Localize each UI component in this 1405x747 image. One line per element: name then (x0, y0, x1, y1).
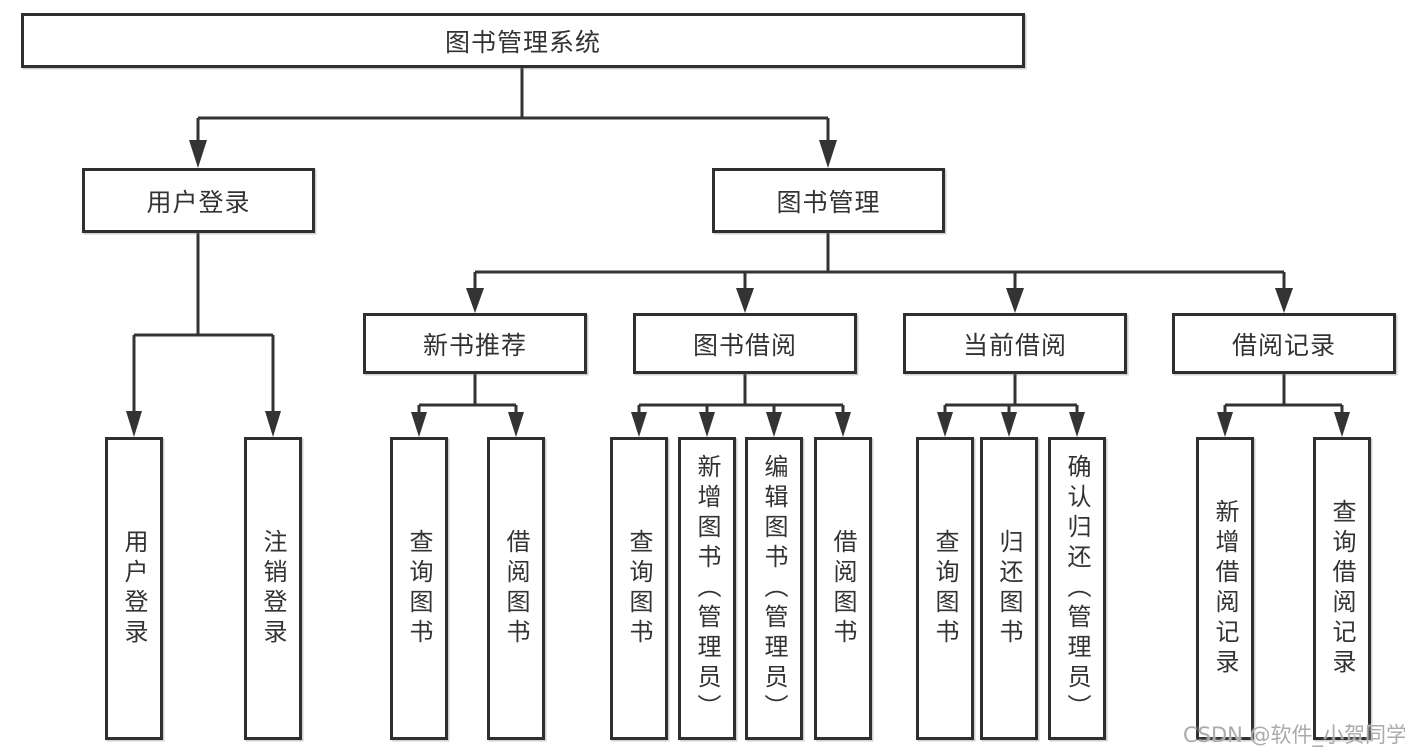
node-book-mgmt-label: 图书管理 (776, 187, 881, 217)
node-new-books: 新书推荐 (363, 313, 587, 374)
node-borrow: 图书借阅 (633, 313, 857, 374)
leaf-new-books-1-label: 借阅图书 (502, 528, 530, 649)
leaf-borrow-3-label: 借阅图书 (829, 528, 857, 649)
leaf-records-0-label: 新增借阅记录 (1211, 498, 1239, 679)
leaf-borrow-3: 借阅图书 (814, 437, 872, 740)
node-records: 借阅记录 (1172, 313, 1396, 374)
edge-new-books-to-leaves (411, 374, 524, 437)
leaf-borrow-2: 编辑图书（管理员） (745, 437, 803, 740)
node-root: 图书管理系统 (21, 13, 1025, 68)
node-user-login-label: 用户登录 (146, 187, 251, 217)
edge-book-mgmt-to-level3 (466, 233, 1293, 313)
node-book-mgmt: 图书管理 (712, 168, 945, 233)
leaf-records-1-label: 查询借阅记录 (1328, 498, 1356, 679)
node-new-books-label: 新书推荐 (422, 330, 527, 360)
leaf-current-1-label: 归还图书 (995, 528, 1023, 649)
node-root-label: 图书管理系统 (444, 27, 601, 57)
leaf-current-1: 归还图书 (980, 437, 1038, 740)
node-current-label: 当前借阅 (962, 330, 1067, 360)
leaf-records-0: 新增借阅记录 (1196, 437, 1254, 740)
edge-records-to-leaves (1217, 374, 1350, 437)
leaf-current-2: 确认归还（管理员） (1048, 437, 1106, 740)
leaf-new-books-1: 借阅图书 (487, 437, 545, 740)
node-current: 当前借阅 (903, 313, 1127, 374)
leaf-borrow-1: 新增图书（管理员） (678, 437, 736, 740)
leaf-user-login-0: 用户登录 (105, 437, 163, 740)
leaf-records-1: 查询借阅记录 (1313, 437, 1371, 740)
node-records-label: 借阅记录 (1231, 330, 1336, 360)
leaf-current-0: 查询图书 (916, 437, 974, 740)
leaf-user-login-1: 注销登录 (244, 437, 302, 740)
leaf-borrow-0-label: 查询图书 (625, 528, 653, 649)
leaf-user-login-1-label: 注销登录 (259, 528, 287, 649)
edge-user-login-to-leaves (126, 233, 281, 437)
leaf-borrow-0: 查询图书 (610, 437, 668, 740)
leaf-current-2-label: 确认归还（管理员） (1063, 453, 1091, 724)
leaf-current-0-label: 查询图书 (931, 528, 959, 649)
edge-current-to-leaves (937, 374, 1085, 437)
leaf-user-login-0-label: 用户登录 (120, 528, 148, 649)
leaf-new-books-0: 查询图书 (390, 437, 448, 740)
edge-root-to-level2 (189, 68, 837, 168)
leaf-new-books-0-label: 查询图书 (405, 528, 433, 649)
edge-borrow-to-leaves (631, 374, 851, 437)
watermark: CSDN @软件_小贺同学 (1183, 723, 1405, 747)
node-user-login: 用户登录 (82, 168, 315, 233)
leaf-borrow-1-label: 新增图书（管理员） (693, 453, 721, 724)
node-borrow-label: 图书借阅 (692, 330, 797, 360)
leaf-borrow-2-label: 编辑图书（管理员） (760, 453, 788, 724)
